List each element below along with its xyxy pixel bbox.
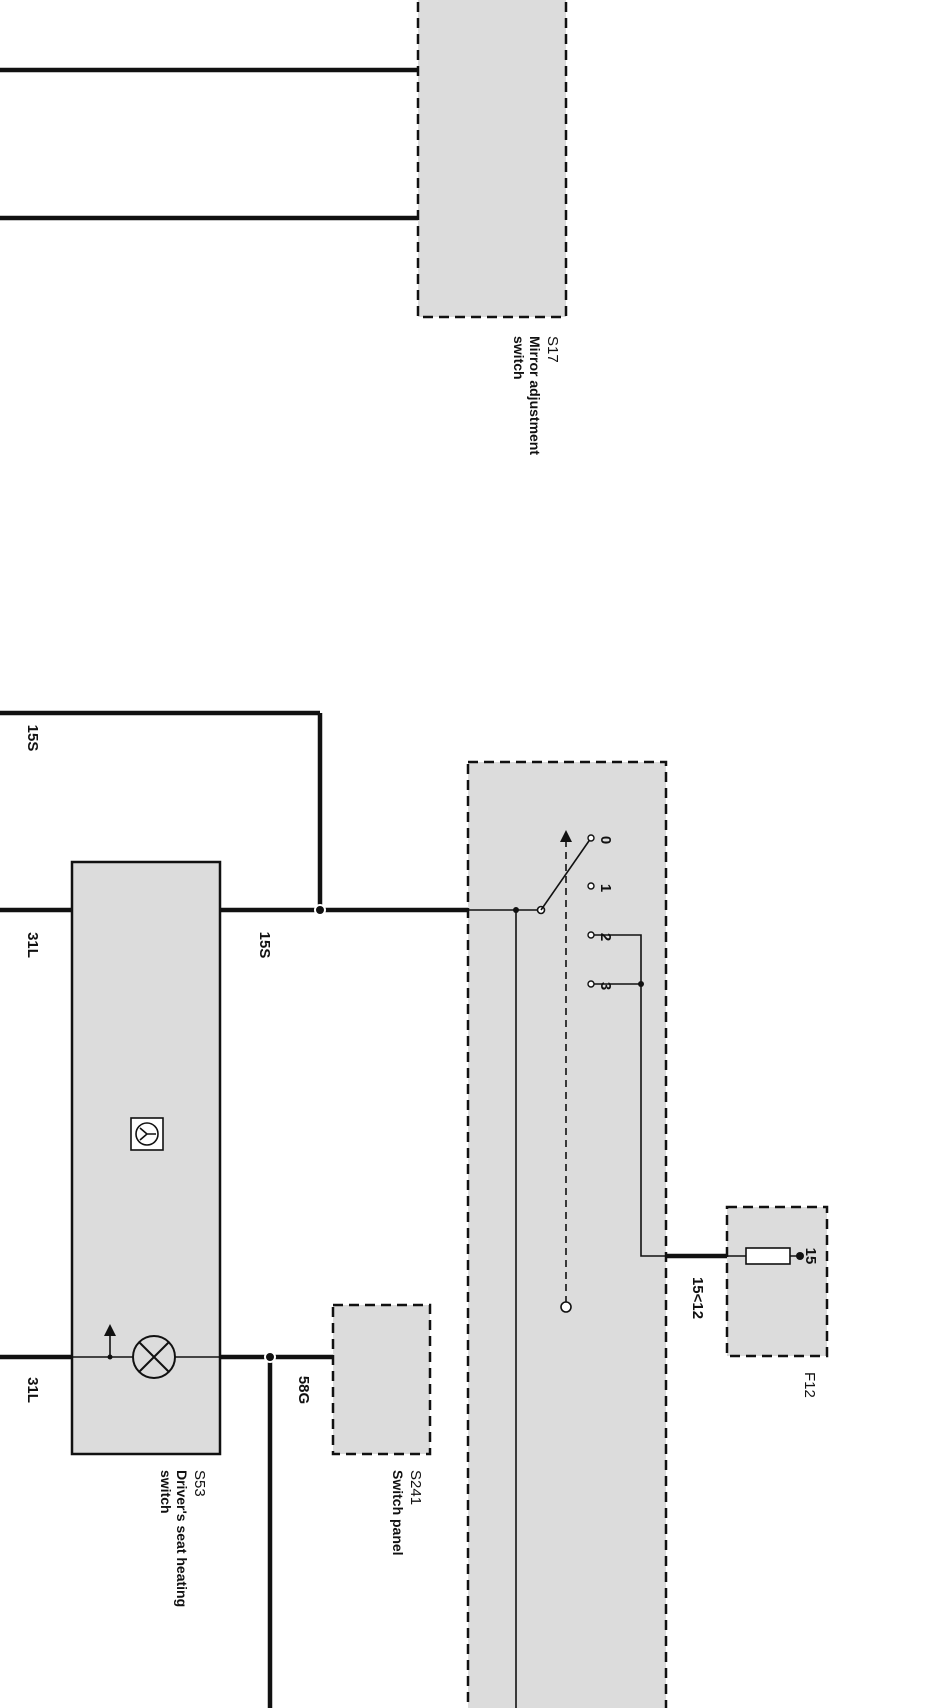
dimmer-arrow-icon [104, 1324, 116, 1360]
contact-3 [587, 980, 595, 988]
wire-label-31l-upper: 31L [24, 932, 41, 958]
wire-label-31l-lower: 31L [24, 1377, 41, 1403]
s241-name-line1: Switch panel [390, 1470, 406, 1556]
s17-code: S17 [544, 336, 561, 363]
wire-label-15s-mid: 15S [256, 932, 273, 959]
junction-58g [264, 1351, 276, 1363]
f12-fuse-box[interactable] [725, 1205, 829, 1358]
contact-2 [587, 931, 595, 939]
fuse-icon [727, 1247, 804, 1265]
ignition-switch-box[interactable] [466, 760, 668, 1708]
switch-position-3: 3 [597, 982, 614, 990]
s53-code: S53 [191, 1470, 208, 1497]
wire-label-15s-top: 15S [24, 725, 41, 752]
switch-position-2: 2 [597, 933, 614, 941]
switch-blade [540, 837, 592, 911]
s17-name-line2: switch [511, 336, 527, 380]
s53-label-group: S53 Driver's seat heating switch [158, 1470, 208, 1607]
s17-name-line1: Mirror adjustment [527, 336, 543, 455]
f12-code: F12 [801, 1372, 818, 1398]
s17-mirror-adjustment-switch-box[interactable] [416, 0, 568, 319]
s53-name-line1: Driver's seat heating [174, 1470, 190, 1607]
junction-15s [314, 904, 326, 916]
wire-label-15-12: 15<12 [689, 1277, 706, 1319]
s17-label-group: S17 Mirror adjustment switch [511, 336, 561, 455]
f12-pin-label: 15 [802, 1248, 819, 1265]
s53-name-line2: switch [158, 1470, 174, 1514]
contact-0 [587, 834, 595, 842]
indicator-lamp-icon [132, 1335, 176, 1379]
switch-actuator-arrow-icon [560, 830, 572, 842]
switch-feed-line [640, 984, 666, 1257]
switch-position-0: 0 [597, 836, 614, 844]
s241-label-group: S241 Switch panel [390, 1470, 424, 1556]
switch-actuator-end [560, 1301, 572, 1313]
switch-position-1: 1 [597, 884, 614, 892]
wire-label-58g: 58G [295, 1376, 312, 1404]
s241-code: S241 [407, 1470, 424, 1505]
switch-node [513, 907, 519, 913]
contact-bridge-2-3 [594, 934, 642, 985]
s241-switch-panel-box[interactable] [331, 1303, 432, 1456]
seat-heating-icon [130, 1117, 164, 1151]
contact-1 [587, 882, 595, 890]
